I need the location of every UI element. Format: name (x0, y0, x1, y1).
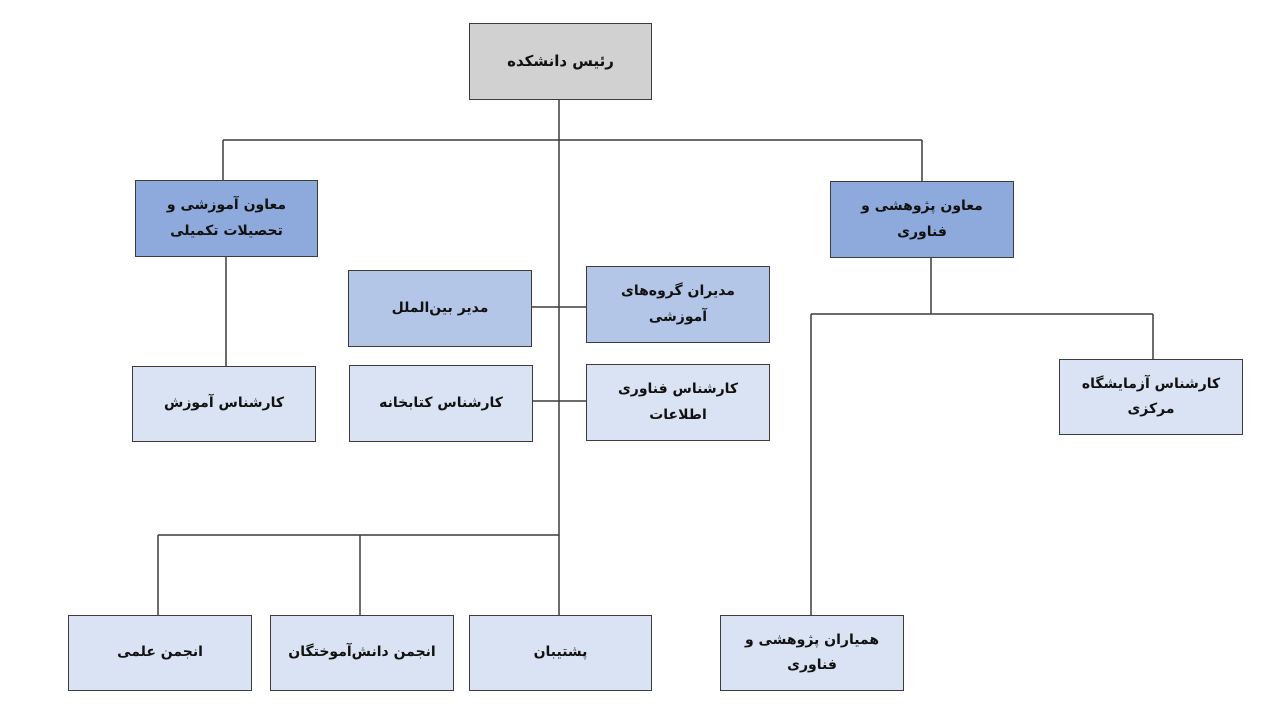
vice-education-box: معاون آموزشی و تحصیلات تکمیلی (135, 180, 318, 257)
scientific-association-box: انجمن علمی (68, 615, 252, 691)
alumni-association-label: انجمن دانش‌آموختگان (288, 644, 436, 661)
it-expert-label: کارشناس فناوری اطلاعات (617, 381, 739, 423)
library-expert-label: کارشناس کتابخانه (379, 394, 503, 411)
it-expert-box: کارشناس فناوری اطلاعات (586, 364, 770, 441)
support-label: پشتیبان (533, 644, 588, 661)
root-box-dean: رئیس دانشکده (469, 23, 652, 100)
vice-research-box: معاون پژوهشی و فناوری (830, 181, 1014, 258)
education-expert-label: کارشناس آموزش (164, 395, 285, 412)
education-expert-box: کارشناس آموزش (132, 366, 316, 442)
vice-research-label: معاون پژوهشی و فناوری (861, 198, 983, 240)
international-manager-label: مدیر بین‌الملل (391, 299, 489, 316)
root-label: رئیس دانشکده (507, 52, 614, 70)
central-lab-expert-label: کارشناس آزمایشگاه مرکزی (1081, 375, 1221, 417)
vice-education-label: معاون آموزشی و تحصیلات تکمیلی (166, 197, 287, 239)
alumni-association-box: انجمن دانش‌آموختگان (270, 615, 454, 691)
support-box: پشتیبان (469, 615, 652, 691)
research-assistants-box: همیاران پژوهشی و فناوری (720, 615, 904, 691)
international-manager-box: مدیر بین‌الملل (348, 270, 532, 347)
library-expert-box: کارشناس کتابخانه (349, 365, 533, 442)
group-managers-box: مدیران گروه‌های آموزشی (586, 266, 770, 343)
research-assistants-label: همیاران پژوهشی و فناوری (744, 631, 880, 673)
group-managers-label: مدیران گروه‌های آموزشی (621, 283, 735, 325)
central-lab-expert-box: کارشناس آزمایشگاه مرکزی (1059, 359, 1243, 435)
scientific-association-label: انجمن علمی (117, 644, 203, 661)
